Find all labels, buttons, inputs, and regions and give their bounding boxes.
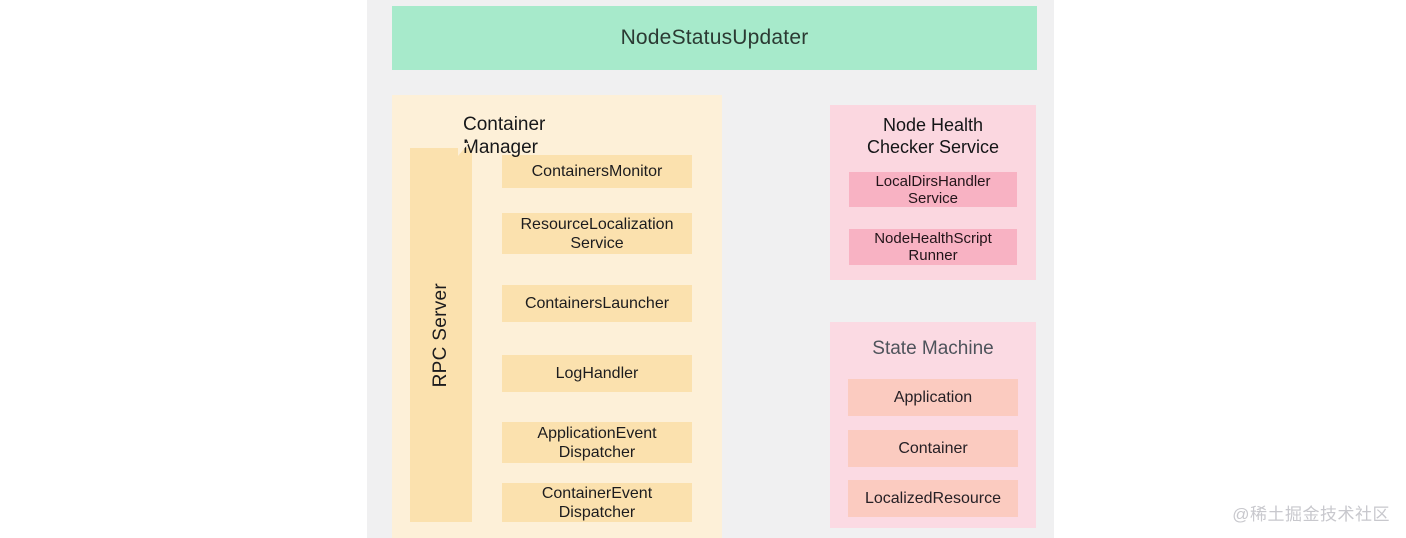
node-health-checker-panel: Node Health Checker Service LocalDirsHan… bbox=[830, 105, 1036, 280]
state-machine-title: State Machine bbox=[872, 338, 994, 359]
component-box-local-dirs-handler-service: LocalDirsHandler Service bbox=[849, 172, 1017, 207]
watermark-text: @稀土掘金技术社区 bbox=[1232, 505, 1390, 524]
component-label: ContainerEvent Dispatcher bbox=[541, 484, 653, 521]
component-label: Container bbox=[898, 439, 968, 457]
component-label: ResourceLocalization Service bbox=[520, 215, 674, 252]
component-box-application: Application bbox=[848, 379, 1018, 416]
component-label: LogHandler bbox=[555, 365, 639, 382]
component-box-application-event-dispatcher: ApplicationEvent Dispatcher bbox=[502, 422, 692, 463]
component-label: ApplicationEvent Dispatcher bbox=[537, 424, 657, 461]
rpc-server-label: RPC Server bbox=[430, 282, 451, 388]
component-box-containers-monitor: ContainersMonitor bbox=[502, 155, 692, 188]
component-label: Application bbox=[893, 388, 973, 406]
render-artifact bbox=[458, 143, 469, 156]
component-box-container-event-dispatcher: ContainerEvent Dispatcher bbox=[502, 483, 692, 522]
component-box-resource-localization-service: ResourceLocalization Service bbox=[502, 213, 692, 254]
component-label: ContainersMonitor bbox=[531, 163, 663, 180]
component-label: NodeHealthScript Runner bbox=[874, 230, 992, 264]
rpc-server-bar: RPC Server bbox=[410, 148, 472, 522]
node-health-checker-title: Node Health Checker Service bbox=[866, 115, 1000, 157]
node-status-updater-label: NodeStatusUpdater bbox=[620, 26, 809, 49]
component-box-node-health-script-runner: NodeHealthScript Runner bbox=[849, 229, 1017, 265]
component-box-containers-launcher: ContainersLauncher bbox=[502, 285, 692, 322]
component-label: LocalDirsHandler Service bbox=[875, 172, 991, 207]
component-label: LocalizedResource bbox=[864, 489, 1002, 507]
component-box-log-handler: LogHandler bbox=[502, 355, 692, 392]
node-status-updater-box: NodeStatusUpdater bbox=[392, 6, 1037, 70]
state-machine-panel: State Machine Application Container Loca… bbox=[830, 322, 1036, 528]
component-label: ContainersLauncher bbox=[524, 295, 670, 312]
component-box-localized-resource: LocalizedResource bbox=[848, 480, 1018, 517]
component-box-container: Container bbox=[848, 430, 1018, 467]
container-manager-title: Container Manager bbox=[463, 114, 546, 158]
